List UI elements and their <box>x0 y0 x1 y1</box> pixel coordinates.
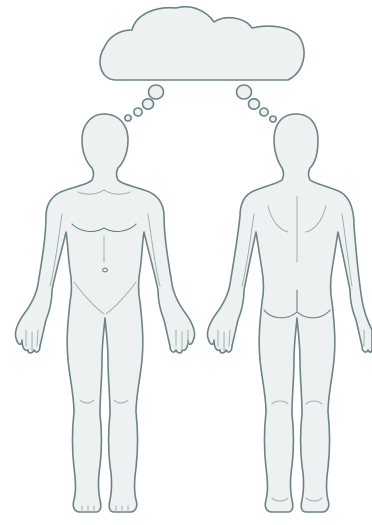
thought-bubble-left-4 <box>125 115 131 121</box>
thought-bubble-right-3 <box>260 108 268 116</box>
thought-bubble-left-3 <box>134 108 142 116</box>
thought-bubble-right-2 <box>249 99 260 109</box>
figure-front <box>15 114 194 512</box>
figure-back <box>207 114 372 512</box>
figure-back-body <box>207 114 372 512</box>
thought-cloud-shape <box>100 7 304 80</box>
thought-bubble-left-2 <box>143 99 154 109</box>
thought-bubble-left-1 <box>149 85 164 99</box>
thought-bubble-right-4 <box>270 116 276 122</box>
thought-bubble-right-1 <box>237 85 252 99</box>
figure-front-body <box>15 114 194 512</box>
thought-cloud <box>100 7 304 122</box>
